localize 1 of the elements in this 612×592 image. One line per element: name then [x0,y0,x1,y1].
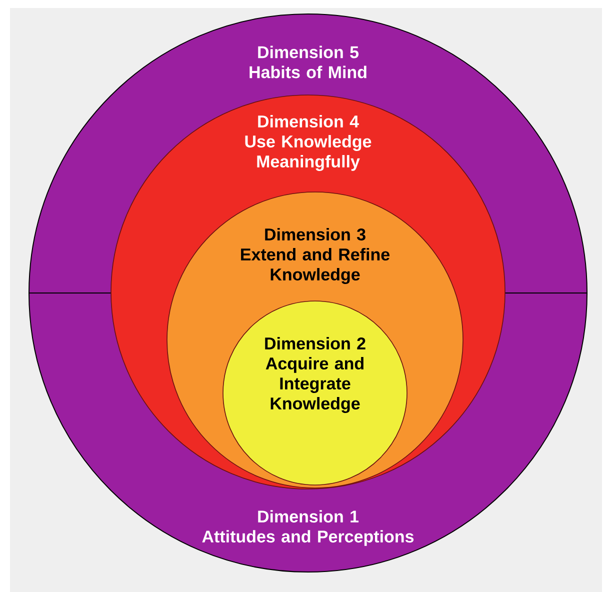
circle-band: Dimension 2 Acquire and Integrate Knowledge [222,300,408,486]
